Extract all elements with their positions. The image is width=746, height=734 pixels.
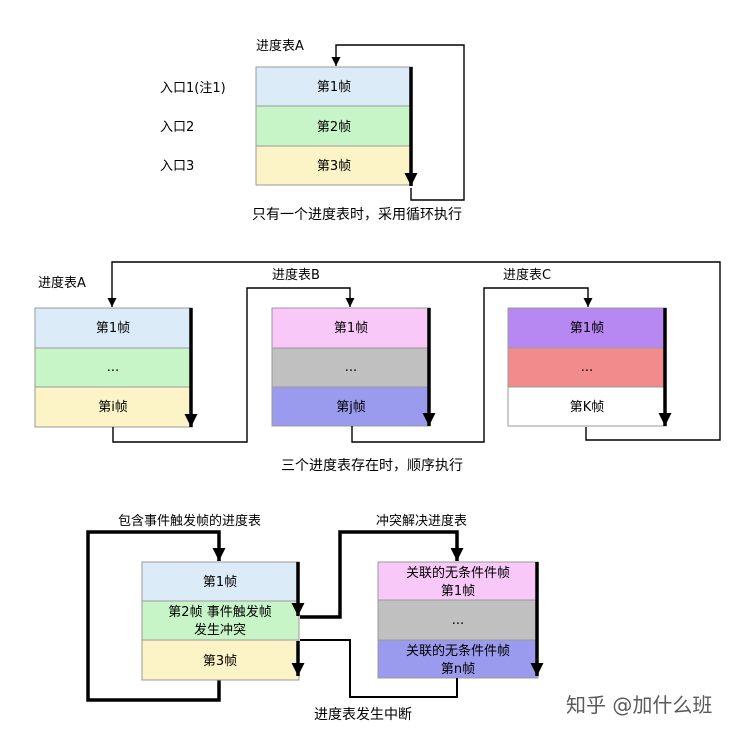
conflict-table-frame-n-line1: 关联的无条件件帧 <box>406 643 510 659</box>
event-table-loop-arrow <box>86 530 226 702</box>
frame-label-3: 第3帧 <box>317 159 351 174</box>
event-table-frame-2-line1: 第2帧 事件触发帧 <box>168 604 271 620</box>
table-c-frame-last: 第K帧 <box>570 400 605 415</box>
frame-cell-3 <box>255 145 413 186</box>
table-label-c: 进度表C <box>503 267 551 283</box>
event-table-cell-1 <box>141 561 300 602</box>
frame-label-2: 第2帧 <box>317 120 351 135</box>
frame-cell-1 <box>255 66 413 107</box>
frame-label-1: 第1帧 <box>317 80 351 95</box>
event-table-cell-2 <box>141 600 300 641</box>
table-a-frame-middle: ... <box>107 360 119 375</box>
conflict-table-label: 冲突解决进度表 <box>376 513 467 529</box>
conflict-table-frame-1-line2: 第1帧 <box>441 584 475 599</box>
table-b-frame-last: 第j帧 <box>336 400 366 415</box>
table-c-frame-1: 第1帧 <box>570 321 604 336</box>
event-table-label: 包含事件触发帧的进度表 <box>118 513 261 529</box>
b-to-c-arrow <box>351 287 593 443</box>
table-b-frame-middle: ... <box>345 360 357 375</box>
switch-to-conflict-table-arrow <box>300 530 464 619</box>
conflict-table-frame-n-line2: 第n帧 <box>441 662 475 677</box>
table-label-a: 进度表A <box>38 275 86 291</box>
table-label-a: 进度表A <box>256 38 304 54</box>
table-a-frame-last: 第i帧 <box>98 400 128 415</box>
a-to-b-arrow <box>112 287 355 443</box>
table-a-frame-1: 第1帧 <box>96 321 130 336</box>
table-b-cell-1 <box>271 307 431 349</box>
caption-loop: 只有一个进度表时，采用循环执行 <box>252 207 462 223</box>
caption-sequential: 三个进度表存在时，顺序执行 <box>281 458 463 474</box>
entry-label-3: 入口3 <box>160 159 194 174</box>
table-label-b: 进度表B <box>272 267 320 283</box>
entry-label-2: 入口2 <box>160 120 194 135</box>
entry-label-1: 入口1(注1) <box>160 81 226 96</box>
event-table-frame-2-line2: 发生冲突 <box>194 622 246 638</box>
table-b-cell-3 <box>271 386 431 427</box>
return-to-table-a-arrow <box>107 261 721 441</box>
return-to-event-table-line <box>300 639 458 698</box>
conflict-table-cell-2 <box>377 599 539 641</box>
conflict-table-frame-1-line1: 关联的无条件件帧 <box>406 565 510 581</box>
event-table-frame-3: 第3帧 <box>203 654 237 669</box>
diagram-single-table: 进度表A 入口1(注1) 入口2 入口3 第1帧 第2帧 第3帧 只有一个进度表… <box>160 38 465 223</box>
loop-back-arrow <box>331 44 465 201</box>
table-c-cell-2 <box>507 347 667 388</box>
event-table-frame-1: 第1帧 <box>203 575 237 590</box>
caption-interrupt: 进度表发生中断 <box>314 707 412 723</box>
table-c-frame-middle: ... <box>581 360 593 375</box>
event-table-cell-3 <box>141 639 300 681</box>
diagram-event-conflict: 包含事件触发帧的进度表 冲突解决进度表 第1帧 第2帧 事件触发帧 发生冲突 第… <box>86 513 544 723</box>
conflict-table-frame-middle: ... <box>452 613 464 628</box>
watermark: 知乎 @加什么班 <box>566 693 712 717</box>
table-b-frame-1: 第1帧 <box>334 321 368 336</box>
conflict-table-cell-3 <box>377 639 539 679</box>
table-c-cell-3 <box>507 386 667 427</box>
conflict-table-cell-1 <box>377 561 539 601</box>
diagram-three-tables: 进度表A 第1帧 ... 第i帧 进度表B 第1帧 ... 第j帧 进度表C 第… <box>34 261 721 474</box>
frame-cell-2 <box>255 105 413 147</box>
